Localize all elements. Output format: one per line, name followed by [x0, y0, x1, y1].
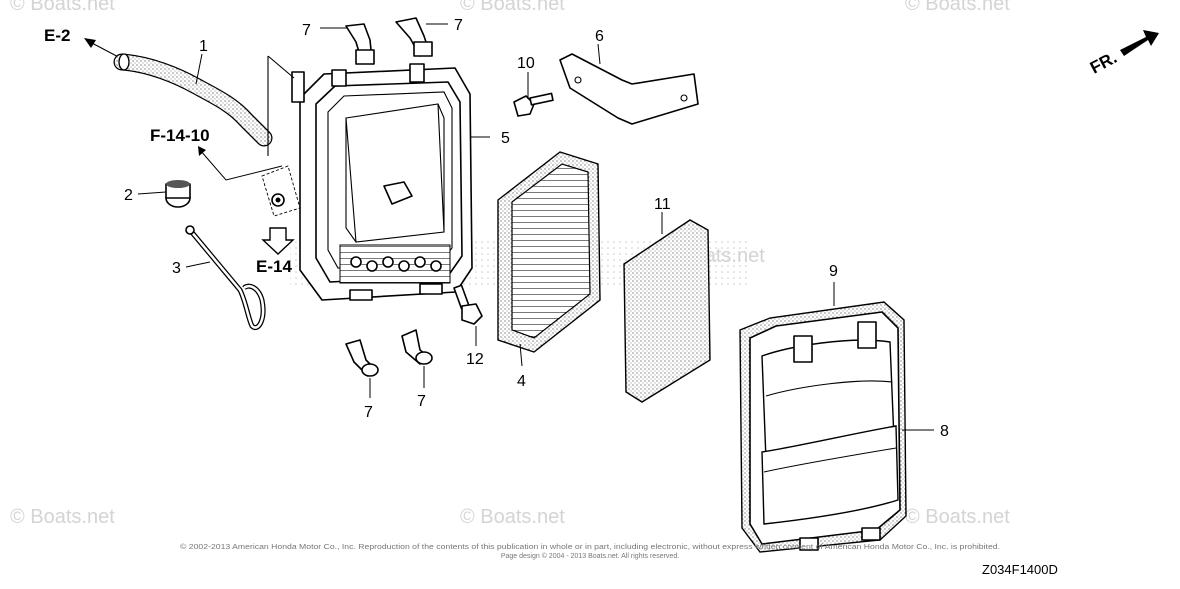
part-7-clip-b[interactable]	[395, 17, 433, 57]
copyright-line-2: Page design © 2004 - 2013 Boats.net. All…	[501, 552, 679, 560]
label-part-12: 12	[466, 351, 484, 368]
part-5-air-cleaner-case[interactable]	[267, 55, 473, 301]
watermark: © Boats.net	[10, 506, 115, 528]
arrow-icon	[198, 146, 206, 156]
label-part-1: 1	[199, 38, 208, 55]
front-direction-indicator: FR.	[1087, 30, 1159, 78]
label-part-7-a: 7	[302, 22, 311, 39]
watermark: © Boats.net	[905, 506, 1010, 528]
fitting-detail	[261, 165, 301, 217]
label-part-9: 9	[829, 263, 838, 280]
label-part-10: 10	[517, 55, 535, 72]
part-1-breather-tube[interactable]	[113, 53, 273, 147]
part-6-bracket[interactable]	[559, 53, 699, 125]
ref-f1410[interactable]: F-14-10	[150, 126, 283, 181]
part-8-air-cleaner-cover[interactable]	[749, 311, 901, 551]
watermark: © Boats.net	[10, 0, 115, 15]
ref-e2-label: E-2	[44, 26, 70, 45]
hollow-arrow-icon	[261, 227, 295, 255]
label-part-2: 2	[124, 187, 133, 204]
part-10-bolt[interactable]	[513, 92, 554, 117]
watermark: © Boats.net	[460, 0, 565, 15]
part-7-clip-d[interactable]	[401, 329, 433, 365]
ref-e14[interactable]: E-14	[256, 227, 295, 276]
part-7-clip-c[interactable]	[345, 339, 379, 377]
ref-f1410-label: F-14-10	[150, 126, 210, 145]
label-part-11: 11	[654, 196, 671, 213]
ref-e2[interactable]: E-2	[44, 26, 129, 63]
leader-lines	[137, 23, 934, 431]
label-part-6: 6	[595, 28, 604, 45]
front-label: FR.	[1087, 48, 1120, 78]
watermark: © Boats.net	[460, 506, 565, 528]
arrow-icon	[84, 38, 96, 48]
watermark: © Boats.net	[905, 0, 1010, 15]
part-11-foam-pad[interactable]	[623, 219, 711, 403]
part-2-grommet[interactable]	[165, 180, 191, 208]
label-part-5: 5	[501, 130, 510, 147]
front-arrow-icon	[1120, 30, 1159, 56]
label-part-3: 3	[172, 260, 181, 277]
part-3-strap[interactable]	[185, 225, 266, 330]
diagram-code: Z034F1400D	[982, 562, 1058, 577]
label-part-4: 4	[517, 373, 526, 390]
label-part-7-c: 7	[364, 404, 373, 421]
part-12-bolt[interactable]	[453, 284, 483, 325]
part-7-clip-a[interactable]	[345, 23, 375, 65]
copyright-line-1: © 2002-2013 American Honda Motor Co., In…	[180, 543, 1000, 551]
ref-e14-label: E-14	[256, 257, 292, 276]
label-part-7-b: 7	[454, 17, 463, 34]
label-part-7-d: 7	[417, 393, 426, 410]
label-part-8: 8	[940, 423, 949, 440]
part-4-filter-element[interactable]	[497, 151, 601, 353]
